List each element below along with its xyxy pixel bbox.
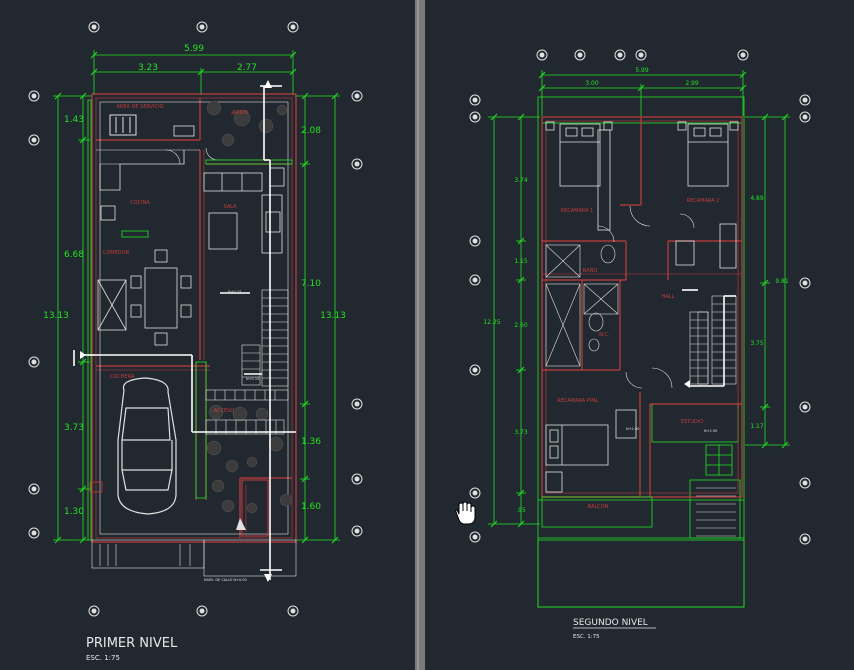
plan-scale-primer-nivel: ESC. 1:75	[86, 654, 120, 662]
balcony-plan2	[537, 496, 745, 608]
room-p1-jardin: JARDIN	[230, 110, 249, 116]
level-note-p1-b: N+0.15	[246, 377, 259, 381]
axis-markers-plan1	[28, 21, 363, 617]
dim-p2-right-3: 1.17	[750, 423, 764, 430]
dim-p2-left-4: 3.73	[514, 429, 528, 436]
level-note-p2-b: N+2.90	[704, 429, 717, 433]
viewport-divider[interactable]	[415, 0, 425, 670]
dim-p1-left-3: 3.73	[64, 423, 84, 433]
room-p2-recamara-1: RECAMARA 1	[561, 208, 594, 214]
living-furniture	[203, 167, 285, 254]
dim-p2-overall-width: 5.99	[635, 67, 649, 74]
pan-hand-cursor-icon	[455, 501, 476, 525]
room-p1-sala: SALA	[223, 204, 237, 210]
room-p1-acceso: ACCESO	[214, 408, 235, 414]
inner-lines-plan1	[96, 101, 289, 535]
dim-p1-right-4: 1.60	[301, 502, 321, 512]
dimension-ticks-plan1	[54, 51, 339, 544]
dim-p2-left-2: 1.15	[514, 258, 528, 265]
dim-p1-right-2: 7.10	[301, 279, 321, 289]
inner-lines-plan2	[542, 205, 742, 389]
axis-markers-plan2	[469, 49, 811, 545]
dim-p1-left-2: 6.68	[64, 250, 84, 260]
room-p2-balcon: BALCON	[588, 504, 609, 510]
washer-symbol	[109, 114, 137, 136]
dim-p2-left-1: 3.74	[514, 177, 528, 184]
room-p2-recamara-2: RECAMARA 2	[687, 198, 720, 204]
room-p2-hall: HALL	[662, 294, 675, 300]
plan-title-segundo-nivel: SEGUNDO NIVEL	[573, 618, 648, 628]
dim-p1-right-total: 13.13	[320, 311, 346, 321]
room-p2-bano: BAÑO	[583, 267, 598, 274]
plan-primer-nivel: 5.99 3.23 2.77 13.13 1.43 6.68 3.73 1.30…	[28, 21, 363, 662]
front-area-plan1	[91, 479, 297, 577]
car-symbol	[117, 377, 177, 515]
dim-p2-right-1: 4.89	[750, 195, 764, 202]
dimension-lines-plan2	[488, 70, 790, 525]
plan-segundo-nivel: 5.99 3.00 2.99 12.25 3.74 1.15 2.60 3.73…	[469, 49, 811, 640]
room-p2-wc: W.C.	[598, 332, 609, 338]
room-p2-estudio: ESTUDIO	[681, 419, 703, 425]
garden-plants	[206, 100, 293, 514]
room-p2-recamara-ppal: RECAMARA PPAL	[557, 398, 599, 404]
dim-p1-left-width: 3.23	[138, 63, 158, 73]
dim-p2-left-width: 3.00	[585, 80, 599, 87]
plan-title-primer-nivel: PRIMER NIVEL	[86, 636, 178, 651]
dim-p1-overall-width: 5.99	[184, 44, 204, 54]
dim-p2-left-total: 12.25	[483, 319, 500, 326]
dim-p2-left-5: .95	[516, 507, 526, 514]
room-p1-cochera: COCHERA	[110, 374, 135, 380]
level-note-p2-a: N+2.90	[626, 427, 639, 431]
dim-p1-left-1: 1.43	[64, 115, 84, 125]
dim-p2-right-width: 2.99	[685, 80, 699, 87]
dim-p2-left-3: 2.60	[514, 322, 528, 329]
level-note-p1-a: N+0.15	[228, 290, 241, 294]
street-level-note: NIVEL DE CALLE N+0.00	[204, 578, 247, 582]
dining-furniture	[97, 150, 192, 346]
dim-p1-right-width: 2.77	[237, 63, 257, 73]
section-cut-lines-plan1	[73, 85, 296, 580]
dim-p1-left-4: 1.30	[64, 507, 84, 517]
plan-scale-segundo-nivel: ESC. 1:75	[573, 634, 600, 640]
section-cut-lines-plan2	[682, 289, 736, 387]
dim-p1-right-3: 1.36	[301, 437, 321, 447]
room-p1-cocina: COCINA	[130, 200, 150, 206]
dimension-ticks-plan2	[490, 71, 789, 528]
dim-p2-right-2: 3.75	[750, 340, 764, 347]
beds-plan2	[545, 121, 739, 493]
room-p1-comedor: COMEDOR	[103, 250, 130, 256]
room-p1-area-servicio: AREA DE SERVICIO	[117, 104, 164, 110]
dim-p1-left-total: 13.13	[43, 311, 69, 321]
dim-p1-right-1: 2.08	[301, 126, 321, 136]
dim-p2-right-total: 9.81	[775, 278, 789, 285]
